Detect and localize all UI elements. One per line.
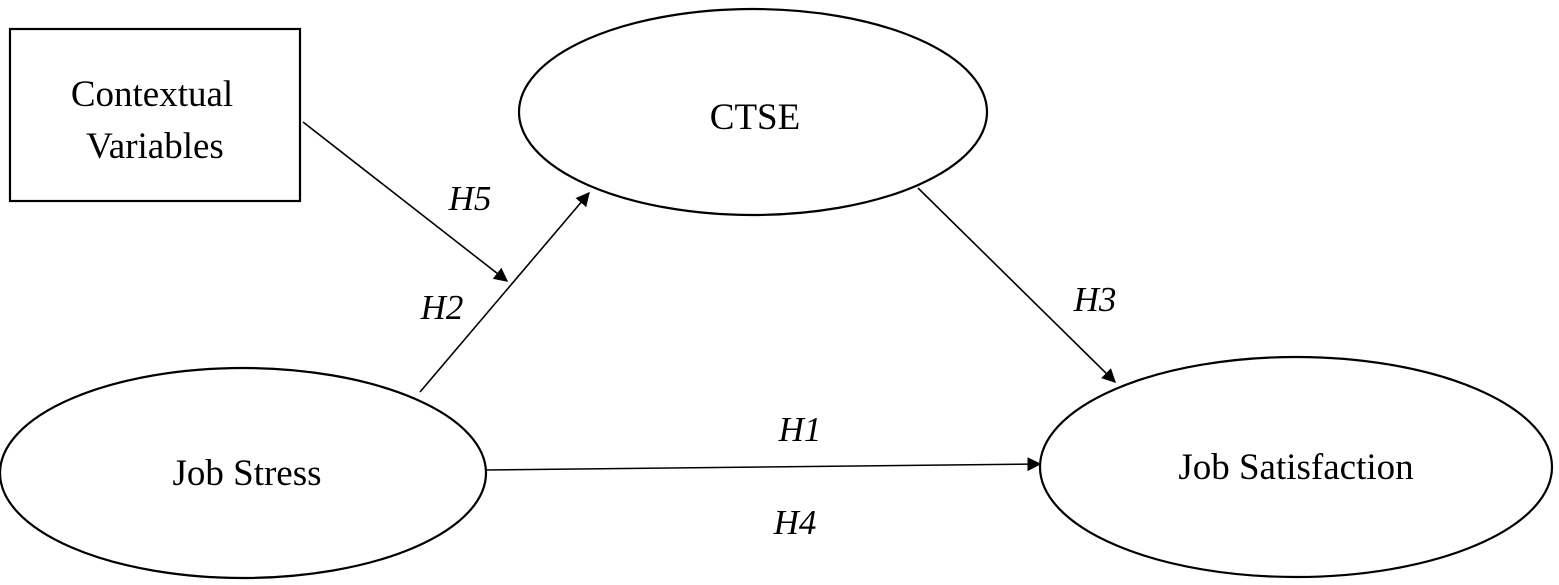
node-contextual-variables: Contextual Variables bbox=[8, 27, 302, 203]
contextual-variables-label-line1: Contextual bbox=[71, 74, 233, 115]
contextual-variables-label-line2: Variables bbox=[86, 126, 224, 167]
edge-label-h3: H3 bbox=[1073, 280, 1117, 319]
job-satisfaction-label: Job Satisfaction bbox=[1178, 447, 1413, 488]
edge-label-h5: H5 bbox=[448, 179, 492, 218]
node-job-satisfaction: Job Satisfaction bbox=[1038, 355, 1554, 579]
edge-label-h2: H2 bbox=[420, 288, 464, 327]
node-ctse: CTSE bbox=[517, 7, 989, 217]
edge-contextual-to-h2-path bbox=[302, 121, 509, 282]
edge-label-h4: H4 bbox=[773, 503, 817, 542]
job-stress-label: Job Stress bbox=[172, 453, 321, 494]
edge-job-stress-to-ctse bbox=[419, 191, 590, 393]
edge-label-h1: H1 bbox=[778, 410, 822, 449]
edge-ctse-to-job-satisfaction bbox=[917, 187, 1116, 383]
node-job-stress: Job Stress bbox=[0, 366, 488, 580]
edge-job-stress-to-job-satisfaction bbox=[485, 457, 1042, 472]
ctse-label: CTSE bbox=[710, 97, 800, 138]
